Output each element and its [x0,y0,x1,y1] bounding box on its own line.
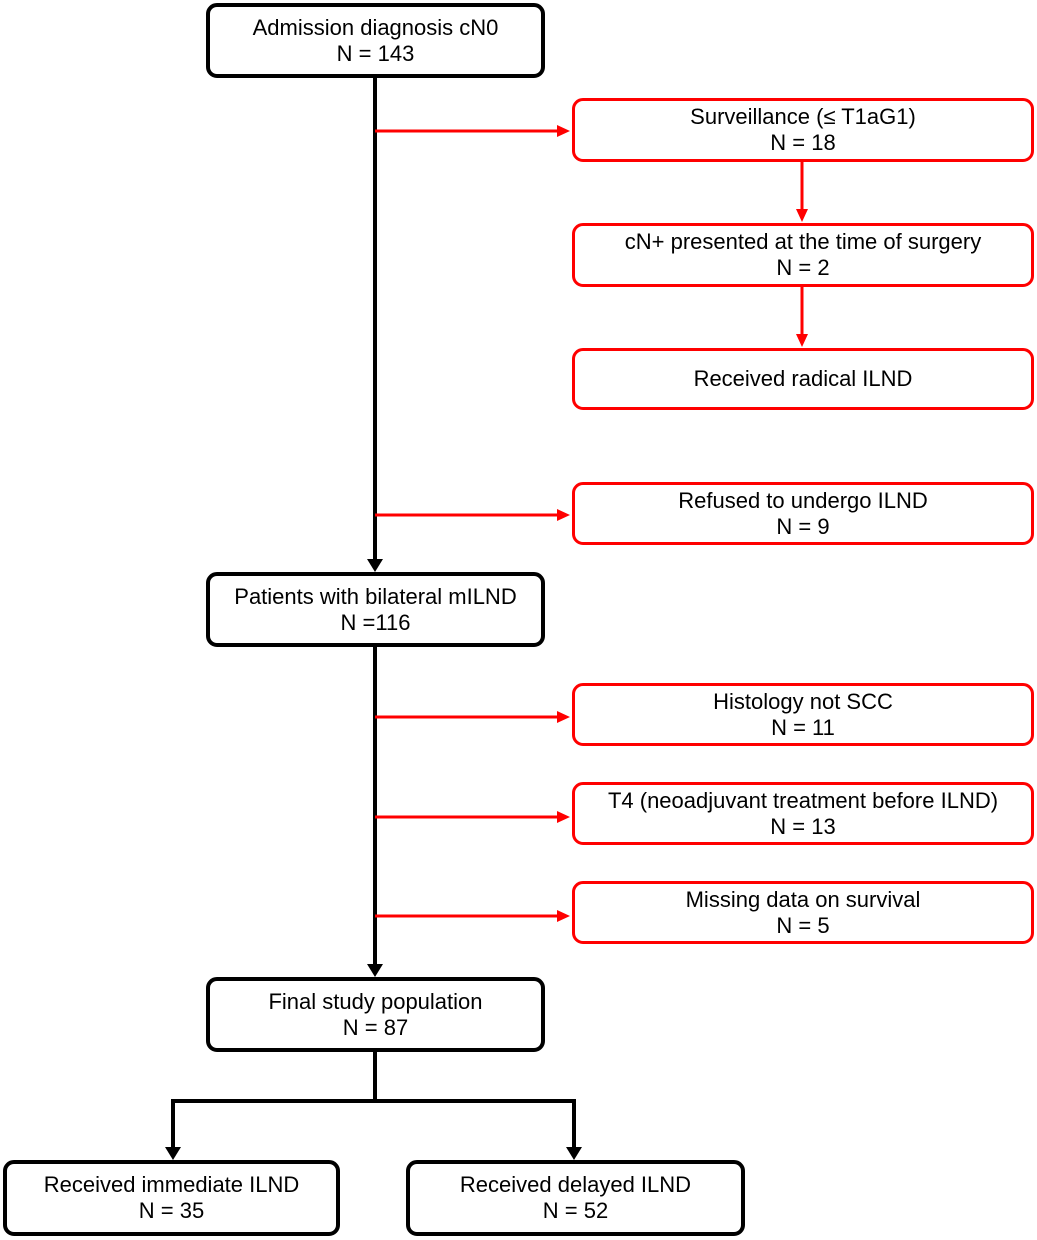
final-population-box: Final study population N = 87 [206,977,545,1052]
delayed-ilnd-box: Received delayed ILND N = 52 [406,1160,745,1236]
immediate-ilnd-box: Received immediate ILND N = 35 [3,1160,340,1236]
delayed-ilnd-count: N = 52 [542,1198,609,1223]
histology-count: N = 11 [771,714,835,740]
bilateral-milnd-title: Patients with bilateral mILND [234,583,517,609]
bilateral-milnd-box: Patients with bilateral mILND N =116 [206,572,545,647]
missing-data-title: Missing data on survival [685,886,921,912]
surveillance-count: N = 18 [770,130,836,155]
arrowhead-missing [557,910,570,922]
cn-plus-title: cN+ presented at the time of surgery [624,229,982,254]
arrowhead-t4 [557,811,570,823]
admission-title: Admission diagnosis cN0 [252,14,499,40]
missing-data-box: Missing data on survival N = 5 [572,881,1034,944]
cn-plus-count: N = 2 [776,255,830,280]
immediate-ilnd-title: Received immediate ILND [43,1172,300,1197]
delayed-ilnd-title: Received delayed ILND [459,1172,692,1197]
arrowhead-refused [557,509,570,521]
missing-data-count: N = 5 [776,912,830,938]
histology-box: Histology not SCC N = 11 [572,683,1034,746]
refused-box: Refused to undergo ILND N = 9 [572,482,1034,545]
t4-box: T4 (neoadjuvant treatment before ILND) N… [572,782,1034,845]
arrowhead-to-delayed [566,1147,582,1160]
surveillance-box: Surveillance (≤ T1aG1) N = 18 [572,98,1034,162]
immediate-ilnd-count: N = 35 [138,1198,205,1223]
arrowhead-histology [557,711,570,723]
cn-plus-box: cN+ presented at the time of surgery N =… [572,223,1034,287]
arrowhead-to-bilateral [367,559,383,572]
radical-ilnd-title: Received radical ILND [693,366,913,391]
final-population-title: Final study population [268,988,483,1014]
admission-box: Admission diagnosis cN0 N = 143 [206,3,545,78]
t4-title: T4 (neoadjuvant treatment before ILND) [607,787,999,813]
t4-count: N = 13 [770,813,836,839]
refused-count: N = 9 [776,513,830,539]
surveillance-title: Surveillance (≤ T1aG1) [690,104,916,129]
radical-ilnd-box: Received radical ILND [572,348,1034,410]
arrowhead-cnplus [796,209,808,222]
arrowhead-surveillance [557,125,570,137]
admission-count: N = 143 [336,40,415,66]
arrowhead-radical [796,334,808,347]
refused-title: Refused to undergo ILND [678,487,928,513]
final-population-count: N = 87 [342,1014,409,1040]
arrowhead-to-immediate [165,1147,181,1160]
histology-title: Histology not SCC [713,688,893,714]
arrowhead-to-final [367,964,383,977]
bilateral-milnd-count: N =116 [340,609,411,635]
